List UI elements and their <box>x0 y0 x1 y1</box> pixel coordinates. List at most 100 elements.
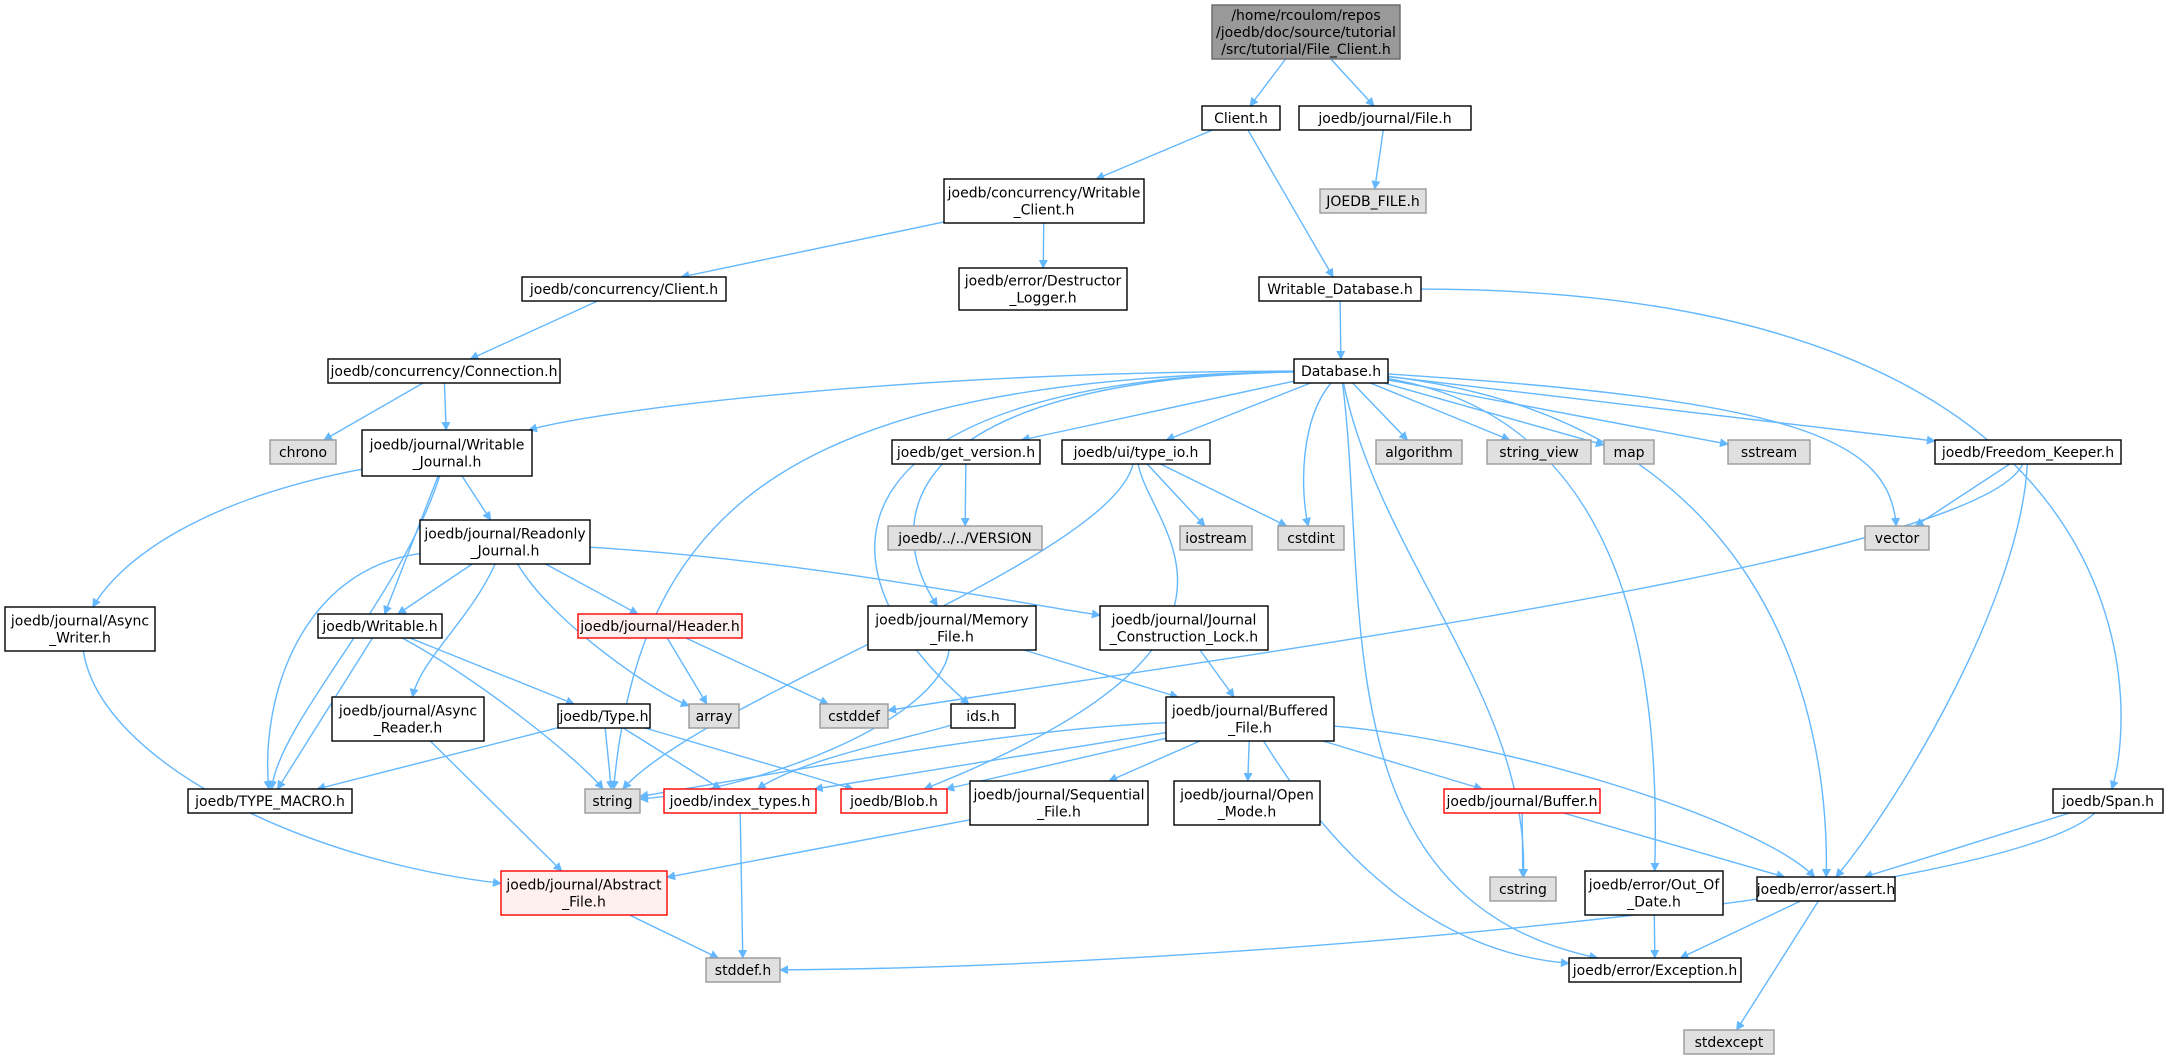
node-writable-client[interactable]: joedb/concurrency/Writable_Client.h <box>943 178 1145 224</box>
node-box <box>1756 876 1896 902</box>
node-assert-h[interactable]: joedb/error/assert.h <box>1756 876 1896 902</box>
node-label: joedb/journal/Memory <box>874 612 1028 628</box>
node-box <box>331 696 485 742</box>
edge-out_of_date-to-exception_h <box>1650 914 1660 959</box>
node-type-macro[interactable]: joedb/TYPE_MACRO.h <box>187 788 353 814</box>
edge-index_types-to-stddef <box>738 812 748 959</box>
node-box <box>969 780 1149 826</box>
node-label: ids.h <box>966 709 999 725</box>
node-box <box>958 267 1128 311</box>
node-label: joedb/index_types.h <box>669 794 811 810</box>
node-box <box>1201 105 1281 131</box>
node-label: joedb/Blob.h <box>849 794 938 810</box>
node-label: /src/tutorial/File_Client.h <box>1221 42 1390 58</box>
edge-database-to-get_version <box>1020 380 1295 443</box>
node-abstract-file[interactable]: joedb/journal/Abstract_File.h <box>500 870 668 916</box>
node-concurrency-client[interactable]: joedb/concurrency/Client.h <box>521 276 727 302</box>
edge-type_io-to-blob_h <box>923 463 1179 791</box>
node-label: _Client.h <box>1013 202 1075 218</box>
node-label: stdexcept <box>1695 1035 1764 1051</box>
node-box <box>1258 276 1422 302</box>
node-journal-file[interactable]: joedb/journal/File.h <box>1298 105 1472 131</box>
node-box <box>1298 105 1472 131</box>
node-type-io[interactable]: joedb/ui/type_io.h <box>1061 439 1211 465</box>
node-construction-lock[interactable]: joedb/journal/Journal_Construction_Lock.… <box>1099 605 1269 651</box>
node-cstring: cstring <box>1489 876 1557 902</box>
node-root[interactable]: /home/rcoulom/repos/joedb/doc/source/tut… <box>1211 4 1401 60</box>
node-type-h[interactable]: joedb/Type.h <box>557 703 651 729</box>
edge-assert_h-to-stdexcept <box>1736 900 1819 1031</box>
node-box <box>1099 605 1269 651</box>
node-label: vector <box>1875 531 1920 547</box>
edge-connection-to-chrono <box>323 382 424 441</box>
edge-database-to-assert_h <box>1387 375 1831 878</box>
node-box <box>705 957 781 983</box>
node-header-h[interactable]: joedb/journal/Header.h <box>577 613 743 639</box>
node-box <box>950 703 1016 729</box>
edge-type_io-to-cstdint <box>1160 463 1288 527</box>
node-blob-h[interactable]: joedb/Blob.h <box>840 788 948 814</box>
node-get-version[interactable]: joedb/get_version.h <box>891 439 1041 465</box>
node-label: _Journal.h <box>470 543 540 559</box>
node-label: joedb/TYPE_MACRO.h <box>194 794 345 810</box>
node-exception-h[interactable]: joedb/error/Exception.h <box>1568 957 1742 983</box>
node-box <box>1173 780 1321 826</box>
node-label: cstddef <box>828 709 881 725</box>
node-writable-database[interactable]: Writable_Database.h <box>1258 276 1422 302</box>
node-label: algorithm <box>1385 445 1453 461</box>
node-memory-file[interactable]: joedb/journal/Memory_File.h <box>867 605 1037 651</box>
node-box <box>688 703 740 729</box>
node-buffer-h[interactable]: joedb/journal/Buffer.h <box>1443 788 1601 814</box>
edge-readonly_journal-to-writable_h <box>397 563 473 615</box>
node-box <box>1443 788 1601 814</box>
edge-freedom_keeper-to-vector <box>1914 463 2011 527</box>
node-label: _Mode.h <box>1217 804 1276 820</box>
node-index-types[interactable]: joedb/index_types.h <box>663 788 817 814</box>
edge-readonly_journal-to-array <box>517 563 690 707</box>
node-label: joedb/Freedom_Keeper.h <box>1941 445 2114 461</box>
edge-buffer_h-to-assert_h <box>1563 812 1786 880</box>
node-client-h[interactable]: Client.h <box>1201 105 1281 131</box>
node-out-of-date[interactable]: joedb/error/Out_Of_Date.h <box>1584 870 1724 916</box>
edge-client_h-to-writable_database <box>1247 129 1334 278</box>
node-writable-h[interactable]: joedb/Writable.h <box>317 613 443 639</box>
edge-writable_client-to-destructor_logger <box>1038 222 1048 269</box>
node-async-reader[interactable]: joedb/journal/Async_Reader.h <box>331 696 485 742</box>
node-box <box>419 519 591 565</box>
node-box <box>1061 439 1211 465</box>
node-box <box>891 439 1041 465</box>
node-box <box>361 429 533 477</box>
node-async-writer[interactable]: joedb/journal/Async_Writer.h <box>4 606 156 652</box>
node-box <box>1277 525 1345 551</box>
node-span-h[interactable]: joedb/Span.h <box>2052 788 2164 814</box>
node-destructor-logger[interactable]: joedb/error/Destructor_Logger.h <box>958 267 1128 311</box>
node-sequential-file[interactable]: joedb/journal/Sequential_File.h <box>969 780 1149 826</box>
node-database[interactable]: Database.h <box>1293 358 1389 384</box>
node-open-mode[interactable]: joedb/journal/Open_Mode.h <box>1173 780 1321 826</box>
node-label: joedb/concurrency/Connection.h <box>330 364 558 380</box>
node-ids-h[interactable]: ids.h <box>950 703 1016 729</box>
edge-database-to-map <box>1383 382 1605 448</box>
node-array: array <box>688 703 740 729</box>
edge-writable_database-to-database <box>1336 300 1346 360</box>
edge-construction_lock-to-buffered_file <box>1199 649 1235 698</box>
node-box <box>1319 188 1427 214</box>
header-nodes: /home/rcoulom/repos/joedb/doc/source/tut… <box>4 4 2164 1055</box>
node-label: _File.h <box>1036 804 1081 820</box>
edge-database-to-freedom_keeper <box>1387 375 1936 445</box>
edge-buffered_file-to-string <box>639 721 1167 800</box>
node-writable-journal[interactable]: joedb/journal/Writable_Journal.h <box>361 429 533 477</box>
node-connection[interactable]: joedb/concurrency/Connection.h <box>327 358 561 384</box>
node-box <box>1165 696 1335 742</box>
node-box <box>1211 4 1401 60</box>
edge-span_h-to-assert_h <box>1863 812 2070 879</box>
node-box <box>943 178 1145 224</box>
node-box <box>327 358 561 384</box>
edge-readonly_journal-to-type_macro <box>263 552 421 790</box>
node-label: sstream <box>1741 445 1797 461</box>
node-cstdint: cstdint <box>1277 525 1345 551</box>
node-buffered-file[interactable]: joedb/journal/Buffered_File.h <box>1165 696 1335 742</box>
node-readonly-journal[interactable]: joedb/journal/Readonly_Journal.h <box>419 519 591 565</box>
node-version: joedb/../../VERSION <box>887 525 1043 551</box>
node-freedom-keeper[interactable]: joedb/Freedom_Keeper.h <box>1934 439 2122 465</box>
